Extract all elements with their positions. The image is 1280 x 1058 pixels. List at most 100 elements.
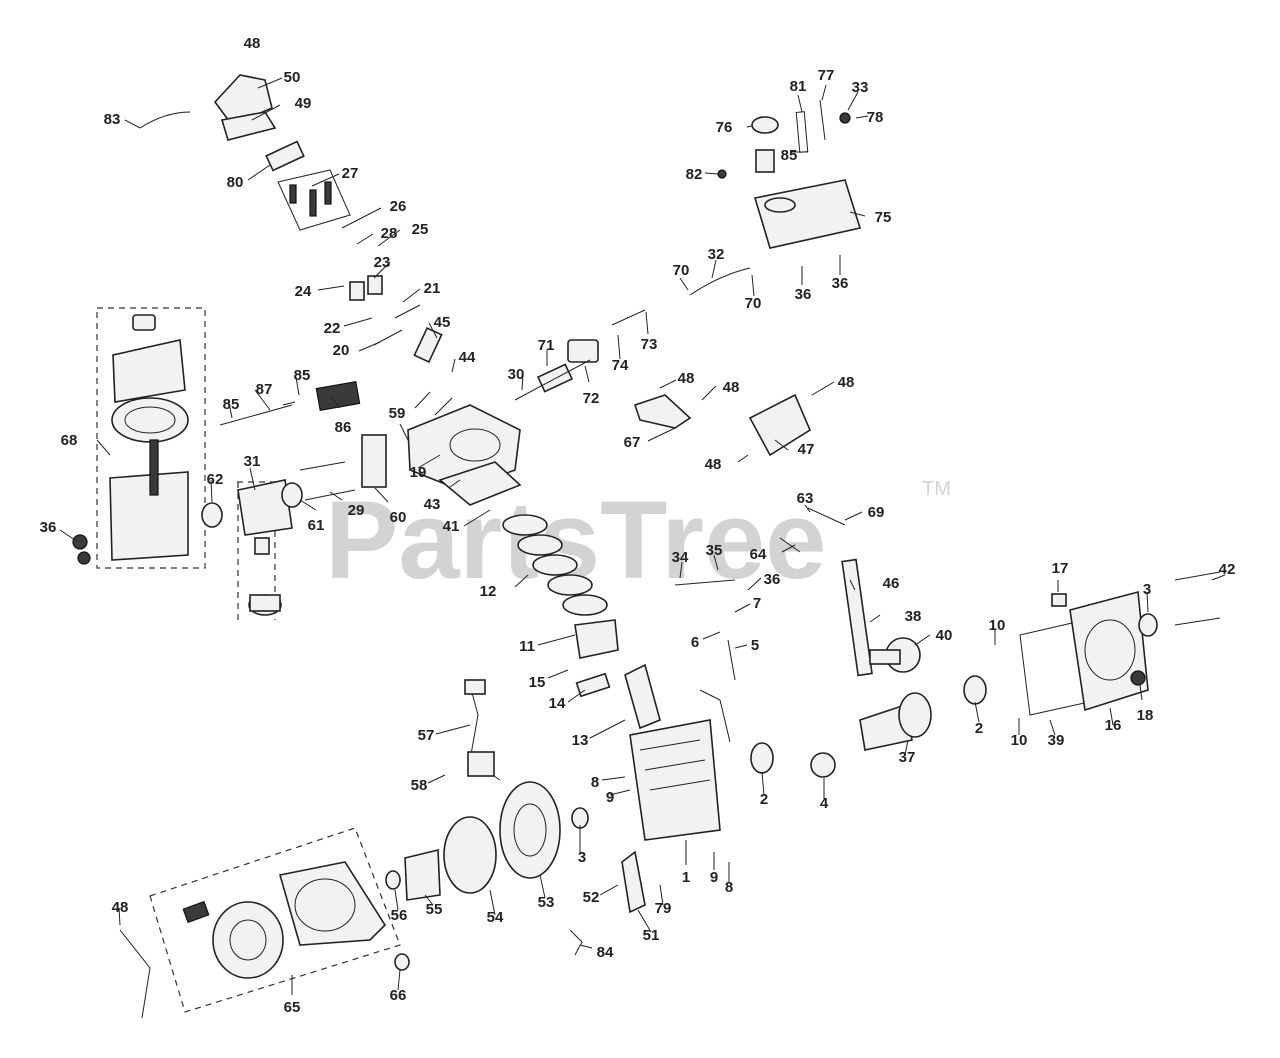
part-label-51: 51 [643, 927, 660, 944]
part-label-53: 53 [538, 894, 555, 911]
part-label-32: 32 [708, 246, 725, 263]
engine-block [629, 719, 721, 841]
part-label-67: 67 [624, 434, 641, 451]
part-label-36c: 36 [832, 275, 849, 292]
throttle-lever [674, 579, 736, 586]
part-label-26: 26 [390, 198, 407, 215]
carburetor-group-outline [237, 481, 276, 620]
cover-bolts [1174, 571, 1221, 626]
rocker-arm-assembly [277, 169, 351, 231]
rocker-gasket [265, 140, 305, 172]
retainer-clip [569, 929, 583, 956]
part-label-45: 45 [434, 314, 451, 331]
part-label-50: 50 [284, 69, 301, 86]
part-label-9a: 9 [606, 789, 614, 806]
valve-cover [213, 74, 277, 141]
muffler [514, 339, 599, 401]
valve-springs [349, 275, 383, 301]
part-label-85c: 85 [781, 147, 798, 164]
spark-plug [413, 326, 443, 364]
intake-insulator [361, 434, 387, 488]
camshaft [869, 637, 921, 673]
part-label-82: 82 [686, 166, 703, 183]
part-label-48c: 48 [723, 379, 740, 396]
part-label-81: 81 [790, 78, 807, 95]
part-label-29: 29 [348, 502, 365, 519]
breather-hose [139, 111, 191, 129]
crankshaft [859, 692, 932, 751]
part-label-71: 71 [538, 337, 555, 354]
part-label-74: 74 [612, 357, 629, 374]
part-label-79: 79 [655, 900, 672, 917]
recoil-starter [182, 900, 284, 979]
governor-bracket [315, 380, 361, 412]
fuel-tank [717, 99, 862, 249]
flywheel [499, 781, 561, 879]
part-label-46: 46 [883, 575, 900, 592]
part-label-63: 63 [797, 490, 814, 507]
part-label-36a: 36 [40, 519, 57, 536]
part-label-56: 56 [391, 907, 408, 924]
part-label-24: 24 [295, 283, 312, 300]
main-bearing [963, 675, 987, 705]
crankcase-cover [1069, 590, 1149, 712]
part-label-12: 12 [480, 583, 497, 600]
control-bracket [633, 394, 692, 429]
part-label-28: 28 [381, 225, 398, 242]
part-label-84: 84 [597, 944, 614, 961]
part-label-5: 5 [751, 637, 759, 654]
part-label-1: 1 [682, 869, 690, 886]
part-label-9b: 9 [710, 869, 718, 886]
carb-gasket [201, 502, 223, 528]
part-label-18: 18 [1137, 707, 1154, 724]
connecting-rod [624, 663, 661, 730]
spring [394, 953, 410, 971]
part-label-83: 83 [104, 111, 121, 128]
governor-linkage [779, 507, 846, 553]
part-label-25: 25 [412, 221, 429, 238]
part-label-48f: 48 [112, 899, 129, 916]
part-label-65: 65 [284, 999, 301, 1016]
fuel-line [689, 267, 751, 296]
piston [574, 619, 619, 659]
part-label-48d: 48 [838, 374, 855, 391]
part-label-10a: 10 [989, 617, 1006, 634]
part-label-37: 37 [899, 749, 916, 766]
part-label-48b: 48 [678, 370, 695, 387]
part-label-48e: 48 [705, 456, 722, 473]
part-label-16: 16 [1105, 717, 1122, 734]
part-label-36d: 36 [764, 571, 781, 588]
governor-gear [810, 752, 836, 778]
part-label-21: 21 [424, 280, 441, 297]
part-label-33: 33 [852, 79, 869, 96]
part-label-7: 7 [753, 595, 761, 612]
air-filter-group-outline [96, 307, 206, 569]
part-label-48a: 48 [244, 35, 261, 52]
part-label-66: 66 [390, 987, 407, 1004]
part-label-22: 22 [324, 320, 341, 337]
part-label-55: 55 [426, 901, 443, 918]
choke-rod [219, 404, 293, 426]
starter-cup [404, 848, 441, 901]
part-label-87: 87 [256, 381, 273, 398]
part-label-19: 19 [410, 464, 427, 481]
head-gasket [438, 461, 522, 506]
part-label-42: 42 [1219, 561, 1236, 578]
cooling-fan [443, 816, 497, 894]
part-label-85b: 85 [294, 367, 311, 384]
piston-rings [502, 514, 608, 616]
part-label-10b: 10 [1011, 732, 1028, 749]
carb-studs [299, 461, 356, 501]
part-label-36b: 36 [795, 286, 812, 303]
flywheel-nut [385, 870, 401, 890]
oil-fill-cap [1051, 593, 1067, 607]
part-label-49: 49 [295, 95, 312, 112]
part-label-8a: 8 [591, 774, 599, 791]
part-label-34: 34 [672, 549, 689, 566]
part-label-68: 68 [61, 432, 78, 449]
blower-housing [278, 861, 387, 946]
part-label-35: 35 [706, 542, 723, 559]
part-label-38: 38 [905, 608, 922, 625]
